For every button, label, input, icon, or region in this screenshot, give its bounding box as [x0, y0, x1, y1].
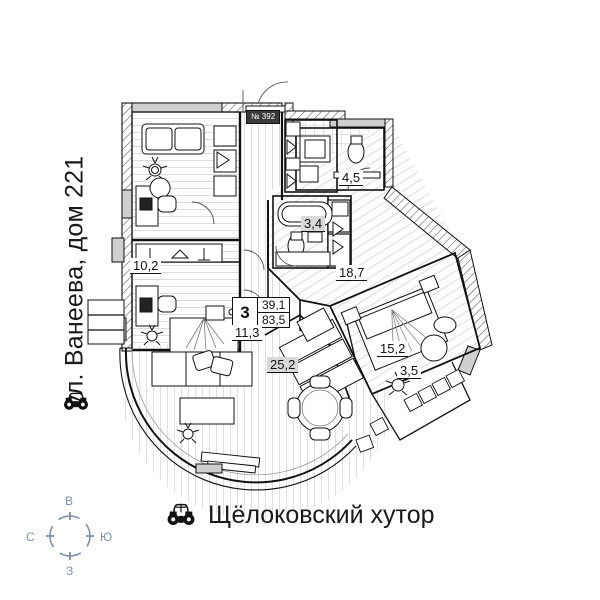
compass-icon [46, 512, 94, 560]
room-area-bathroom-main: 3,4 [301, 216, 326, 232]
compass-west-label: С [26, 530, 35, 544]
room-area-hall-corridor: 18,7 [336, 265, 368, 281]
area-values: 39,1 83,5 [257, 298, 290, 327]
room-area-bedroom-lower: 11,3 [232, 325, 263, 341]
plant-icon [140, 324, 164, 346]
room-area-bathroom-wc: 4,5 [339, 170, 364, 186]
living-area-value: 39,1 [258, 298, 290, 313]
binoculars-icon [167, 503, 195, 525]
compass-rose: В С Ю З [22, 488, 118, 584]
compass-east-label: Ю [100, 530, 113, 544]
binoculars-icon [64, 392, 88, 410]
room-count: 3 [240, 302, 250, 322]
room-area-bedroom-left: 10,2 [130, 258, 162, 274]
district-label: Щёлоковский хутор [166, 498, 435, 532]
street-label: ул. Ванеева, дом 221 [58, 150, 92, 412]
plant-icon [142, 156, 168, 181]
apartment-summary-badge: 3 39,1 83,5 [232, 297, 291, 328]
room-area-living-kitchen: 25,2 [267, 357, 299, 373]
district-label-text: Щёлоковский хутор [208, 500, 435, 529]
room-area-balcony-right: 3,5 [397, 363, 422, 379]
total-area-value: 83,5 [262, 313, 286, 327]
street-label-text: ул. Ванеева, дом 221 [60, 155, 89, 407]
flat-number-badge: № 392 [246, 110, 281, 124]
room-area-bedroom-right: 15,2 [377, 341, 409, 357]
plant-icon [176, 422, 200, 444]
compass-north-label: В [65, 494, 74, 508]
compass-south-label: З [66, 564, 74, 578]
